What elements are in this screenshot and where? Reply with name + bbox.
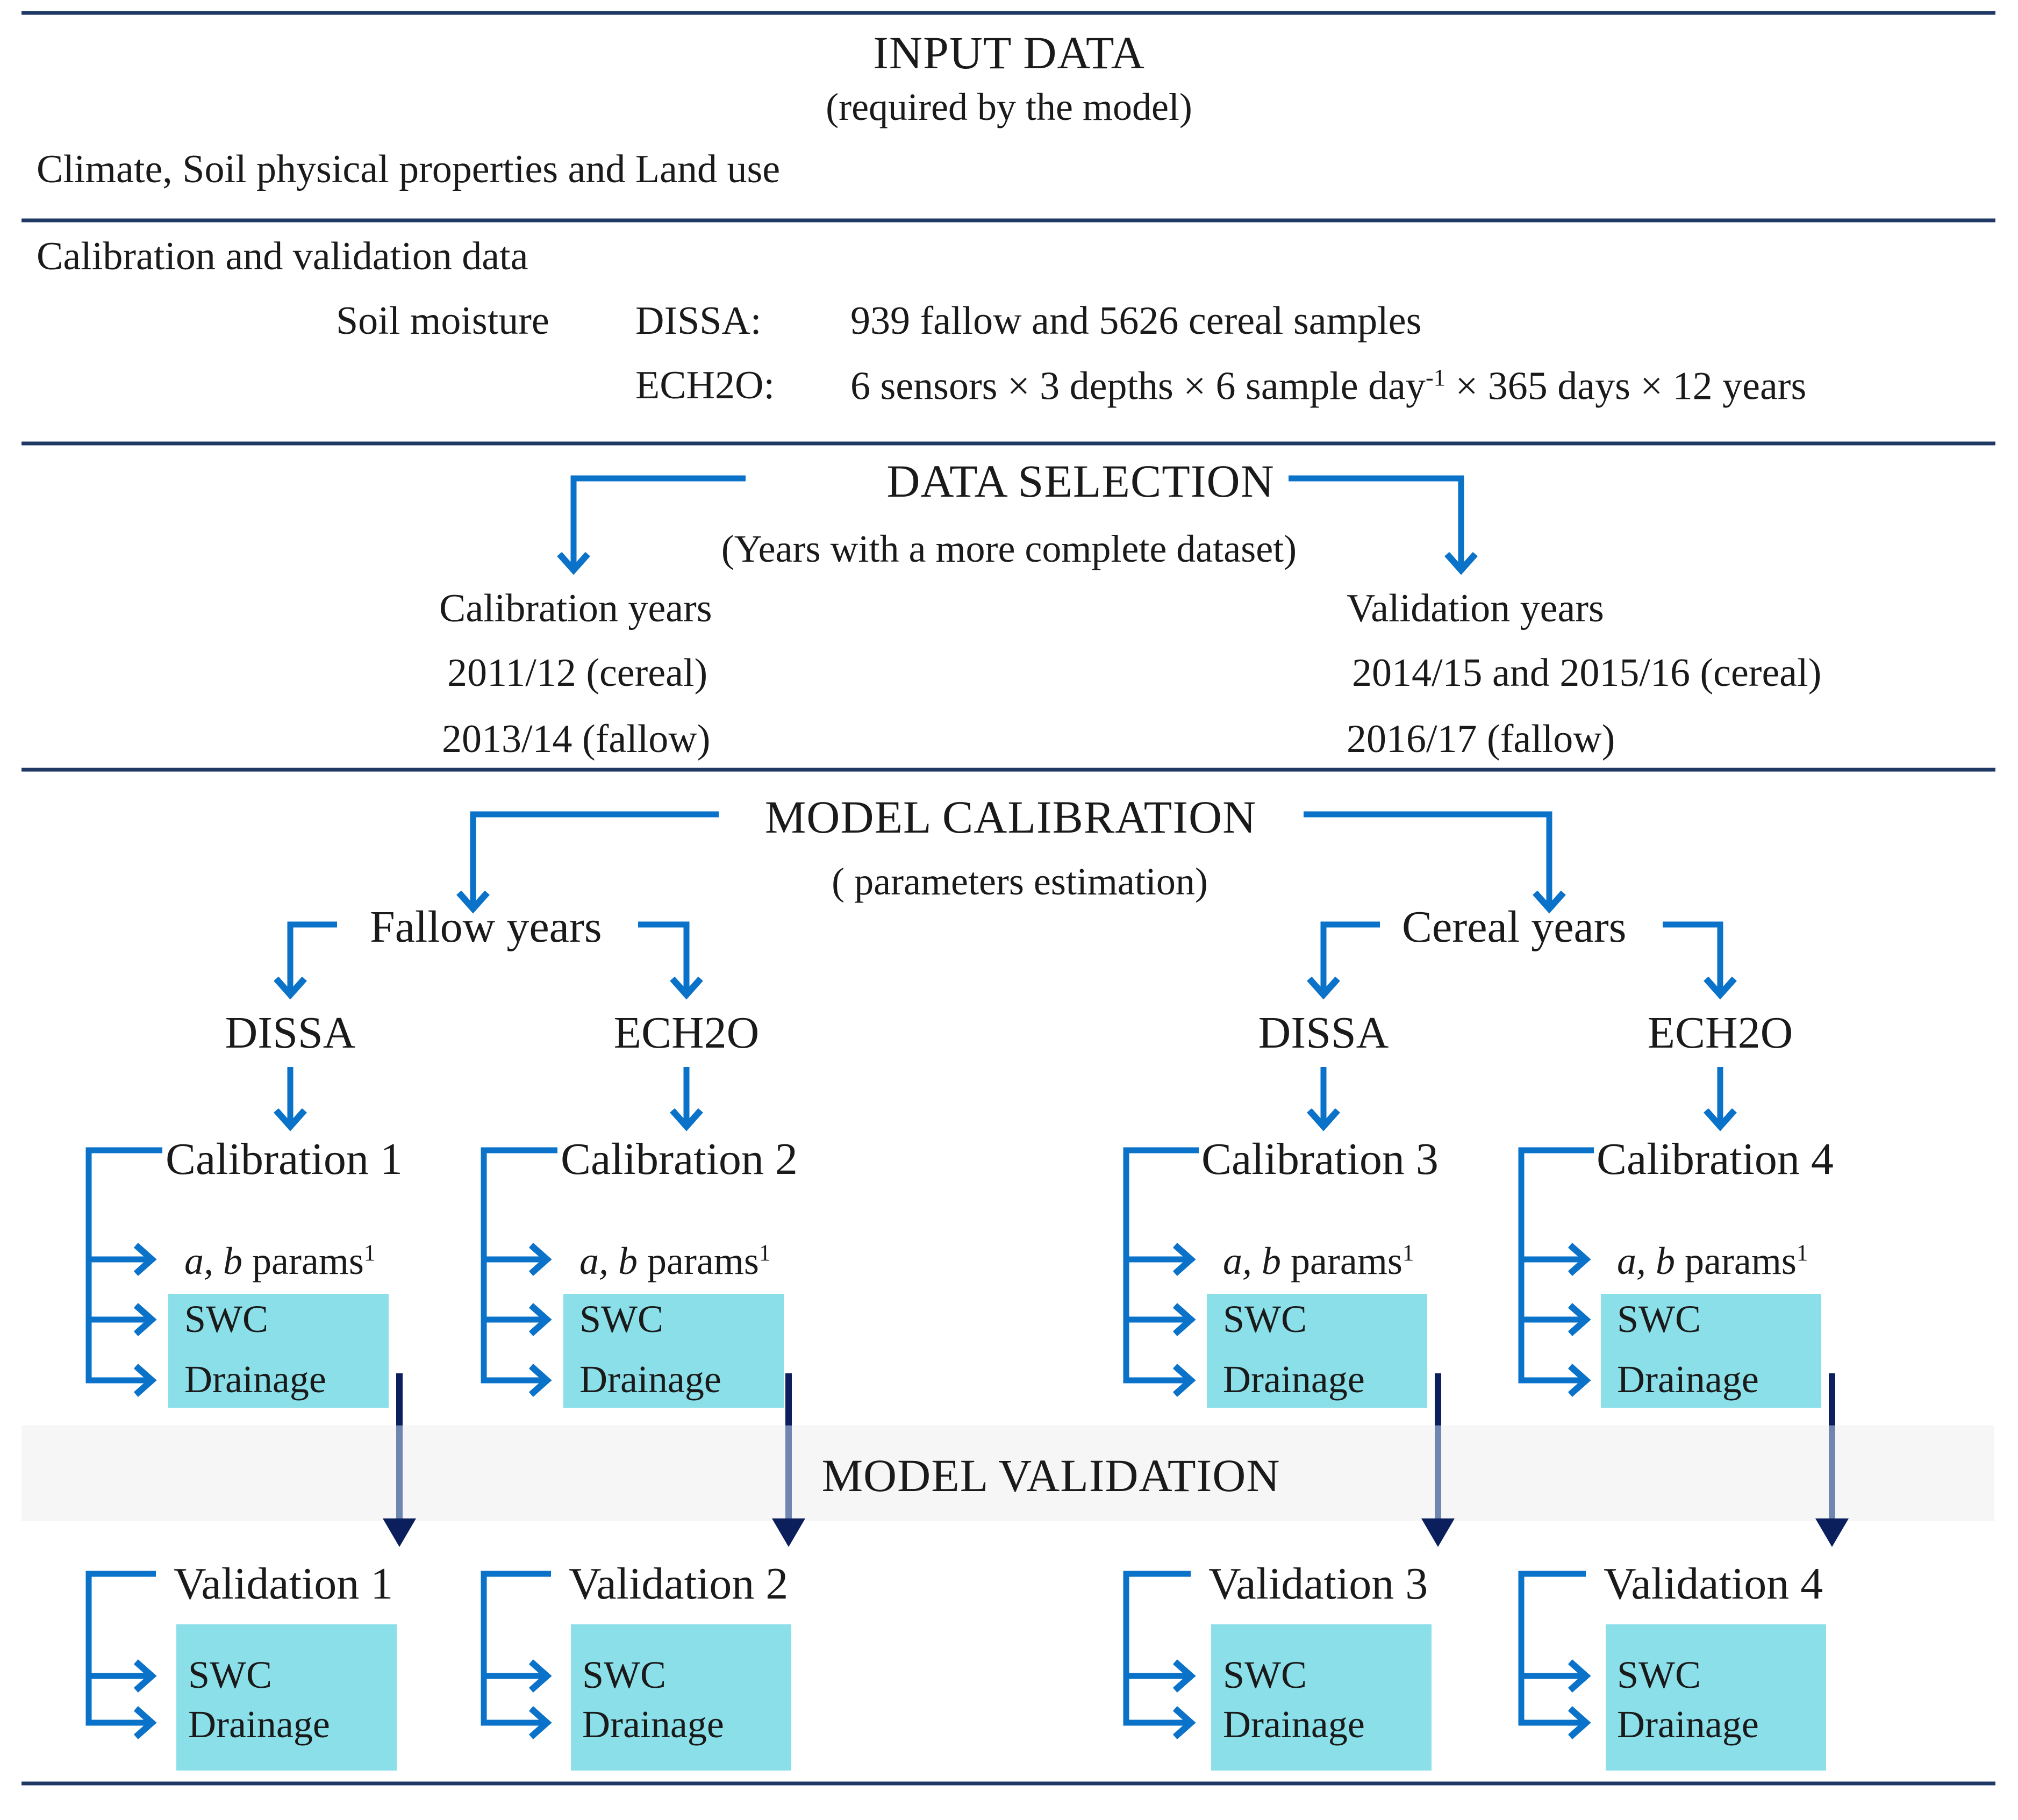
fallow-ech2o-arrow bbox=[638, 921, 686, 992]
calibration-4-drainage: Drainage bbox=[1617, 1358, 1759, 1401]
cereal-dissa-label: DISSA bbox=[1258, 1008, 1389, 1058]
calibration-2-label: Calibration 2 bbox=[561, 1134, 798, 1184]
calval-heading: Calibration and validation data bbox=[37, 234, 528, 278]
validation-2-swc: SWC bbox=[582, 1653, 667, 1696]
input-line: Climate, Soil physical properties and La… bbox=[37, 147, 781, 191]
validation-4-bracket bbox=[1518, 1571, 1586, 1723]
calibration-1-label: Calibration 1 bbox=[166, 1134, 403, 1184]
cereal-years-label: Cereal years bbox=[1402, 902, 1627, 952]
validation-1-label: Validation 1 bbox=[174, 1559, 393, 1609]
cal1-to-val1-arrow bbox=[383, 1373, 416, 1547]
calibration-3-bracket bbox=[1123, 1147, 1199, 1380]
input-title: INPUT DATA bbox=[873, 27, 1145, 78]
validation-2-output-box bbox=[571, 1624, 791, 1771]
calibration-year-2: 2013/14 (fallow) bbox=[442, 717, 711, 761]
ech2o-value: 6 sensors × 3 depths × 6 sample day-1 × … bbox=[850, 364, 1807, 409]
calibration-4-output-box bbox=[1601, 1294, 1821, 1408]
selection-right-arrow bbox=[1289, 475, 1461, 567]
validation-4-output-box bbox=[1606, 1624, 1826, 1771]
cereal-ech2o-label: ECH2O bbox=[1647, 1008, 1793, 1058]
input-subtitle: (required by the model) bbox=[826, 85, 1192, 128]
soil-moisture-label: Soil moisture bbox=[336, 299, 549, 343]
calibration-2-params: a, b params1 bbox=[579, 1239, 771, 1282]
fallow-years-label: Fallow years bbox=[370, 902, 602, 952]
cal2-to-val2-arrow bbox=[772, 1373, 805, 1547]
validation-4-label: Validation 4 bbox=[1604, 1559, 1823, 1609]
validation-2-bracket bbox=[481, 1571, 551, 1723]
validation-year-1: 2014/15 and 2015/16 (cereal) bbox=[1352, 651, 1822, 695]
calibration-3-swc: SWC bbox=[1223, 1298, 1307, 1341]
validation-4-drainage: Drainage bbox=[1617, 1703, 1759, 1746]
calibration-2-drainage: Drainage bbox=[579, 1358, 721, 1401]
fallow-ech2o-label: ECH2O bbox=[613, 1008, 760, 1058]
selection-title: DATA SELECTION bbox=[886, 455, 1275, 507]
calibration-1-drainage: Drainage bbox=[184, 1358, 326, 1401]
validation-1-bracket bbox=[85, 1571, 156, 1723]
cereal-dissa-arrow bbox=[1323, 921, 1380, 992]
validation-3-swc: SWC bbox=[1223, 1653, 1307, 1696]
calibration-1-output-box bbox=[168, 1294, 389, 1408]
calibration-3-label: Calibration 3 bbox=[1201, 1134, 1439, 1184]
calibration-left-arrow bbox=[473, 811, 719, 906]
validation-band bbox=[22, 1425, 1994, 1521]
fallow-dissa-arrow bbox=[290, 921, 337, 992]
dissa-label: DISSA: bbox=[635, 299, 762, 343]
dissa-value: 939 fallow and 5626 cereal samples bbox=[850, 299, 1422, 343]
cereal-ech2o-arrow bbox=[1663, 921, 1720, 992]
calibration-1-swc: SWC bbox=[184, 1298, 269, 1341]
validation-1-output-box bbox=[176, 1624, 397, 1771]
validation-years-heading: Validation years bbox=[1347, 586, 1604, 630]
validation-3-output-box bbox=[1211, 1624, 1432, 1771]
selection-subtitle: (Years with a more complete dataset) bbox=[721, 527, 1297, 570]
calibration-4-bracket bbox=[1518, 1147, 1594, 1380]
validation-title: MODEL VALIDATION bbox=[821, 1450, 1280, 1501]
validation-1-drainage: Drainage bbox=[188, 1703, 330, 1746]
cal3-to-val3-arrow bbox=[1421, 1373, 1455, 1547]
calibration-3-params: a, b params1 bbox=[1223, 1239, 1414, 1282]
validation-3-drainage: Drainage bbox=[1223, 1703, 1365, 1746]
calibration-subtitle: ( parameters estimation) bbox=[832, 860, 1208, 903]
calibration-4-params: a, b params1 bbox=[1617, 1239, 1808, 1282]
calibration-right-arrow bbox=[1304, 811, 1549, 906]
calibration-3-output-box bbox=[1207, 1294, 1427, 1408]
calibration-1-params: a, b params1 bbox=[184, 1239, 376, 1282]
validation-3-label: Validation 3 bbox=[1208, 1559, 1428, 1609]
calibration-title: MODEL CALIBRATION bbox=[764, 791, 1257, 843]
calibration-4-label: Calibration 4 bbox=[1597, 1134, 1834, 1184]
fallow-dissa-label: DISSA bbox=[225, 1008, 356, 1058]
validation-year-2: 2016/17 (fallow) bbox=[1347, 717, 1615, 761]
calibration-years-heading: Calibration years bbox=[439, 586, 712, 630]
calibration-2-swc: SWC bbox=[579, 1298, 664, 1341]
validation-2-drainage: Drainage bbox=[582, 1703, 724, 1746]
calibration-2-bracket bbox=[481, 1147, 557, 1380]
validation-2-label: Validation 2 bbox=[569, 1559, 789, 1609]
cal4-to-val4-arrow bbox=[1815, 1373, 1849, 1547]
ech2o-label: ECH2O: bbox=[635, 363, 775, 407]
calibration-2-output-box bbox=[563, 1294, 784, 1408]
selection-left-arrow bbox=[574, 475, 746, 567]
validation-1-swc: SWC bbox=[188, 1653, 273, 1696]
validation-3-bracket bbox=[1123, 1571, 1191, 1723]
validation-4-swc: SWC bbox=[1617, 1653, 1701, 1696]
calibration-1-bracket bbox=[85, 1147, 162, 1380]
calibration-4-swc: SWC bbox=[1617, 1298, 1701, 1341]
calibration-3-drainage: Drainage bbox=[1223, 1358, 1365, 1401]
calibration-year-1: 2011/12 (cereal) bbox=[447, 651, 708, 695]
